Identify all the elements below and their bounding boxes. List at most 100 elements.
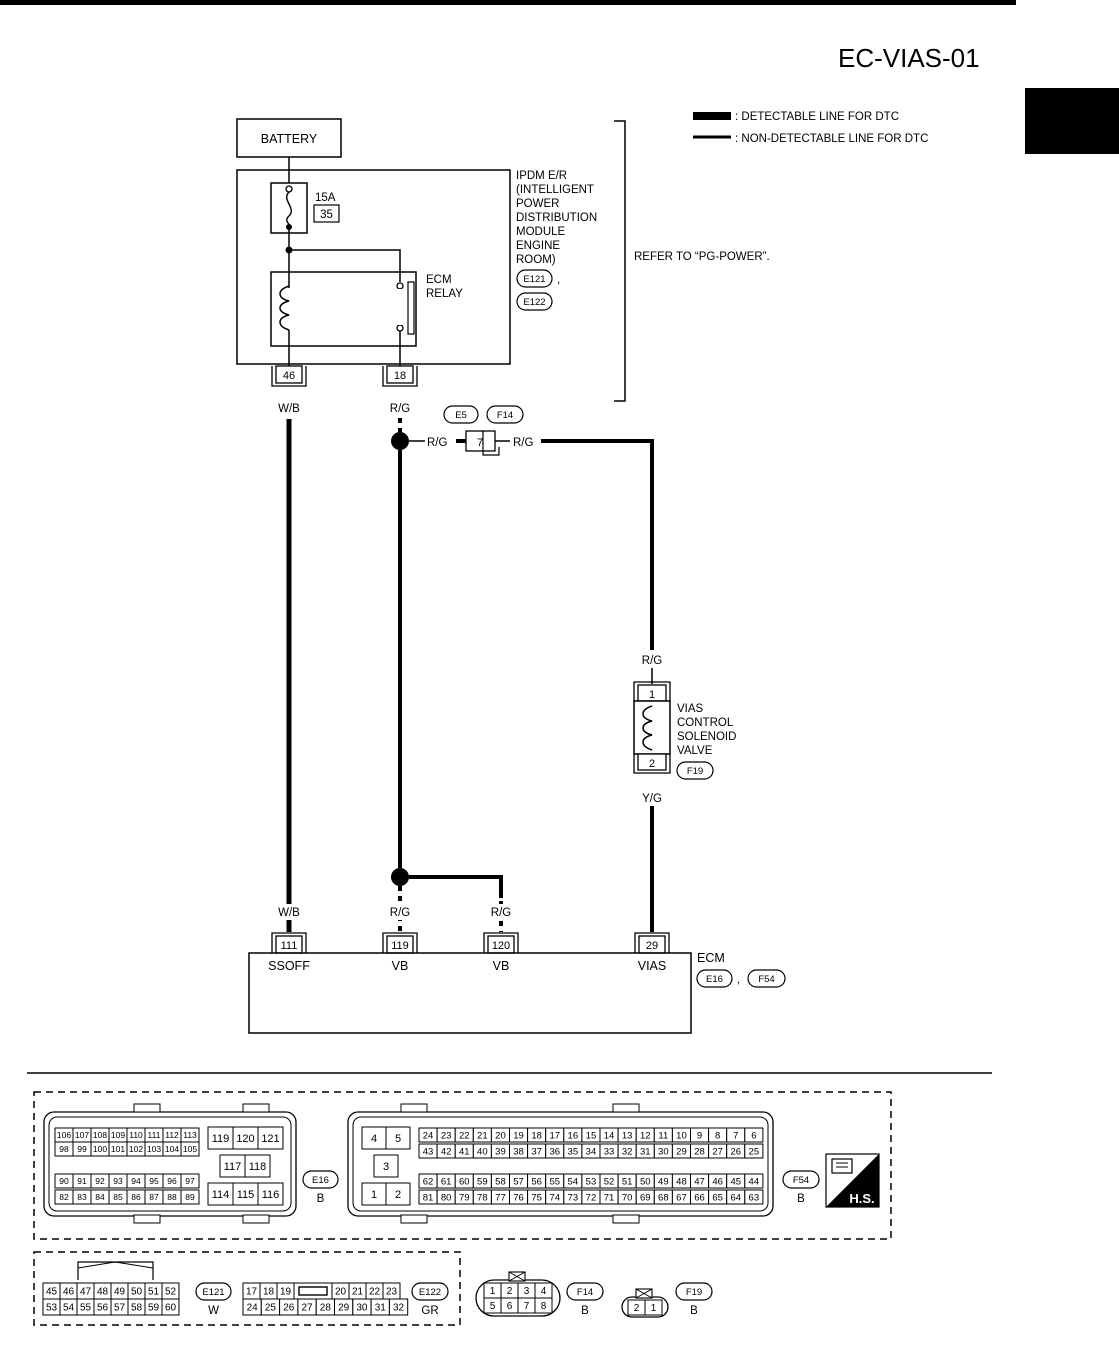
pin-cell-number: 114 — [212, 1189, 230, 1201]
hs-badge-text: H.S. — [849, 1191, 874, 1206]
pin-cell-number: 86 — [131, 1192, 141, 1202]
refer-text: REFER TO “PG-POWER”. — [634, 251, 770, 263]
pin-cell-number: 101 — [111, 1144, 125, 1154]
connector-pin-cell: 7 — [517, 1297, 536, 1314]
pin-cell-number: 55 — [80, 1303, 92, 1314]
pin-cell-number: 1 — [490, 1286, 496, 1297]
pin-cell-number: 25 — [749, 1146, 760, 1157]
connector-pin-cell: 54 — [563, 1173, 583, 1189]
connector-pin-cell: 25 — [260, 1298, 281, 1316]
connector-pin-cell: 86 — [126, 1189, 146, 1205]
pin-cell-box — [744, 1173, 764, 1189]
connector-pin-cell: 106 — [54, 1127, 74, 1143]
connector-badge-e121-text: E121 — [523, 274, 545, 285]
connector-pin-cell: 11 — [653, 1127, 673, 1143]
pin-cell-number: 87 — [149, 1192, 159, 1202]
pin-cell-number: 73 — [568, 1192, 579, 1203]
valve-label-line: SOLENOID — [677, 731, 736, 743]
connector-pin-cell: 79 — [454, 1189, 474, 1205]
connector-pin-cell: 119 — [207, 1126, 234, 1150]
connector-badge-e16-ecm-text: E16 — [706, 974, 723, 985]
connector-pin-cell: 94 — [126, 1173, 146, 1189]
pin-cell-number: 56 — [531, 1176, 542, 1187]
pin-cell-number: 115 — [237, 1189, 255, 1201]
pin-cell-number: 81 — [423, 1192, 434, 1203]
pin-bracket — [382, 932, 418, 953]
pin-cell-number: 78 — [477, 1192, 488, 1203]
ipdm-label-line: MODULE — [516, 226, 566, 238]
connector-pin-cell: 27 — [297, 1298, 317, 1316]
connector-pin-cell: 49 — [110, 1282, 129, 1300]
connector-pin-cell: 10 — [671, 1127, 692, 1143]
pin-cell-box — [161, 1298, 180, 1316]
pin-cell-number: 23 — [441, 1130, 452, 1141]
ipdm-pin-46: 46 — [271, 365, 307, 387]
connector-pin-cell: 30 — [653, 1143, 673, 1159]
pin-cell-number: 59 — [148, 1303, 160, 1314]
pin-cell-box — [385, 1126, 411, 1150]
ecm-relay-contact-top — [396, 282, 404, 290]
connector-pin-cell: 21 — [348, 1282, 367, 1300]
connector-pin-cell: 31 — [370, 1298, 390, 1316]
pin-cell-number: 83 — [77, 1192, 87, 1202]
connector-pin-cell: 56 — [93, 1298, 112, 1316]
pin-cell-number: 5 — [395, 1133, 401, 1145]
pin-cell-number: 61 — [441, 1176, 452, 1187]
ipdm-label-line: (INTELLIGENT — [516, 184, 594, 196]
connector-latch — [612, 1214, 640, 1224]
connector-pin-cell: 113 — [180, 1127, 200, 1143]
pin-cell-number: 97 — [185, 1176, 195, 1186]
pin-cell-number: 58 — [495, 1176, 506, 1187]
pin-cell-number: 34 — [586, 1146, 597, 1157]
connector-pin-cell: 55 — [545, 1173, 565, 1189]
connector-badge-f14 — [486, 405, 524, 424]
connector-pin-cell: 64 — [726, 1189, 746, 1205]
connector-pin-cell: 88 — [162, 1189, 182, 1205]
pin-cell-number: 109 — [111, 1130, 125, 1140]
connector-pin-cell: 75 — [527, 1189, 547, 1205]
pin-cell-number: 121 — [261, 1133, 279, 1145]
connector-pin-cell: 24 — [242, 1298, 262, 1316]
connector-color-f14: B — [581, 1305, 589, 1317]
pin-cell-number: 99 — [77, 1144, 87, 1154]
connector-key — [77, 1261, 154, 1280]
connector-pin-cell: 101 — [108, 1141, 128, 1157]
pin-cell-number: 29 — [676, 1146, 687, 1157]
pin-cell-number: 2 — [634, 1303, 640, 1314]
joint-connector: 7 — [465, 430, 500, 456]
ecm-relay-armature — [407, 281, 415, 335]
fuse: 15A 35 — [270, 182, 340, 234]
pin-cell-number: 3 — [524, 1286, 530, 1297]
connector-pin-cell: 83 — [72, 1189, 92, 1205]
pin-cell-number: 26 — [283, 1303, 295, 1314]
connector-pin-cell: 48 — [93, 1282, 112, 1300]
pin-cell-number: 65 — [712, 1192, 723, 1203]
pin-cell-number: 60 — [459, 1176, 470, 1187]
pin-cell-number: 28 — [694, 1146, 705, 1157]
connector-pin-cell: 87 — [144, 1189, 164, 1205]
pin-cell-number: 96 — [167, 1176, 177, 1186]
wire-color-wb-top: W/B — [278, 403, 300, 415]
connector-pin-cell: 51 — [144, 1282, 163, 1300]
connector-pin-cell: 26 — [279, 1298, 299, 1316]
connector-pin-cell: 57 — [509, 1173, 529, 1189]
connector-pin-cell: 27 — [708, 1143, 728, 1159]
connector-pin-cell: 95 — [144, 1173, 164, 1189]
connector-badge-f14-text: F14 — [497, 410, 513, 421]
pin-cell-number: 120 — [236, 1133, 254, 1145]
pin-cell-number: 117 — [224, 1161, 242, 1173]
pin-cell-number: 54 — [63, 1303, 75, 1314]
pin-cell-number: 19 — [513, 1130, 524, 1141]
ipdm-label-line: ENGINE — [516, 240, 560, 252]
connector-pin-cell: 58 — [127, 1298, 146, 1316]
pin-cell-number: 15 — [586, 1130, 597, 1141]
pin-cell-number: 25 — [265, 1303, 277, 1314]
pin-cell-number: 44 — [749, 1176, 760, 1187]
connector-pin-cell: 17 — [242, 1282, 261, 1300]
connector-pin-cell: 60 — [161, 1298, 180, 1316]
pin-cell-box — [744, 1127, 764, 1143]
connector-color-e16: B — [317, 1193, 325, 1205]
connector-color-f19: B — [690, 1305, 698, 1317]
battery-label: BATTERY — [261, 132, 318, 146]
